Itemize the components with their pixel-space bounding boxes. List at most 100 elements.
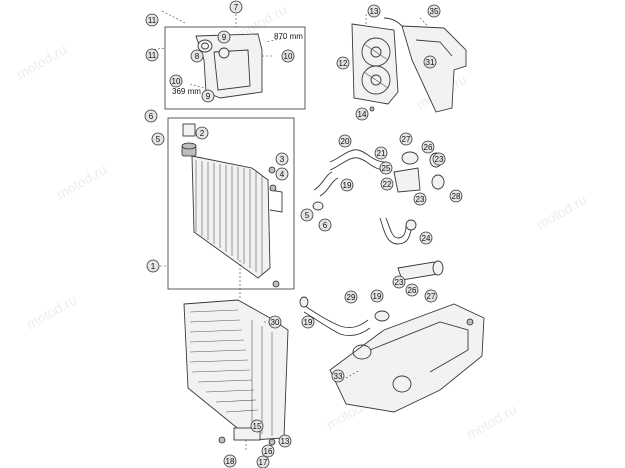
callout-9: 9 [201, 89, 215, 103]
callout-9: 9 [217, 30, 231, 44]
radiator-frame [167, 117, 295, 290]
coolant-hose-mid [313, 171, 333, 191]
svg-text:11: 11 [148, 16, 157, 25]
radiator-group [160, 117, 295, 300]
side-cover [329, 303, 485, 413]
callout-12: 12 [336, 56, 350, 70]
callout-10: 10 [281, 49, 295, 63]
svg-text:11: 11 [148, 51, 157, 60]
svg-text:7: 7 [234, 3, 239, 12]
svg-text:26: 26 [424, 143, 433, 152]
svg-text:4: 4 [280, 170, 285, 179]
callout-28: 28 [449, 189, 463, 203]
watermark-text: motod.ru [14, 41, 70, 82]
svg-text:5: 5 [305, 211, 310, 220]
fan-cover [401, 25, 467, 113]
callout-19: 19 [370, 289, 384, 303]
fan-cover-group [383, 17, 467, 113]
watermark-text: motod.ru [24, 291, 80, 332]
callout-31: 31 [423, 55, 437, 69]
callout-labels: 7 11 11 9 8 10 10 9 870 mm 369 mm 6 5 2 … [144, 0, 463, 468]
callout-23: 23 [432, 152, 446, 166]
callout-2: 2 [195, 126, 209, 140]
radiator-core [191, 155, 271, 279]
svg-text:6: 6 [149, 112, 154, 121]
svg-text:16: 16 [264, 447, 273, 456]
svg-text:31: 31 [426, 58, 435, 67]
fan-shroud [351, 23, 399, 105]
svg-text:10: 10 [172, 77, 181, 86]
svg-text:10: 10 [284, 52, 293, 61]
callout-5: 5 [300, 208, 314, 222]
callout-24: 24 [419, 231, 433, 245]
svg-text:12: 12 [339, 59, 348, 68]
thermostat [401, 151, 419, 165]
svg-text:5: 5 [156, 135, 161, 144]
svg-text:35: 35 [430, 7, 439, 16]
callout-26: 26 [421, 140, 435, 154]
svg-text:27: 27 [427, 292, 436, 301]
callout-14: 14 [355, 107, 369, 121]
svg-text:19: 19 [343, 181, 352, 190]
callout-16: 16 [261, 444, 275, 458]
watermark-text: motod.ru [464, 401, 520, 442]
callout-17: 17 [256, 455, 270, 468]
svg-text:23: 23 [416, 195, 425, 204]
callout-25: 25 [379, 161, 393, 175]
svg-text:24: 24 [422, 234, 431, 243]
callout-26: 26 [405, 283, 419, 297]
callout-13: 13 [278, 434, 292, 448]
svg-text:8: 8 [195, 52, 200, 61]
callout-13: 13 [367, 4, 381, 18]
callout-11: 11 [145, 13, 159, 27]
callout-5: 5 [151, 132, 165, 146]
radiator-fins [195, 160, 263, 274]
water-pump-pipe [397, 261, 439, 281]
coolant-hose-upper [329, 149, 387, 163]
svg-text:9: 9 [206, 92, 211, 101]
svg-text:17: 17 [259, 458, 268, 467]
callout-27: 27 [399, 132, 413, 146]
svg-text:22: 22 [383, 180, 392, 189]
callout-20: 20 [338, 134, 352, 148]
callout-19: 19 [301, 315, 315, 329]
svg-text:26: 26 [408, 286, 417, 295]
coolant-hose-bottom [299, 301, 369, 329]
callout-15: 15 [250, 419, 264, 433]
svg-text:18: 18 [226, 457, 235, 466]
guard-louvres [189, 309, 273, 436]
svg-text:27: 27 [402, 135, 411, 144]
side-cover-group [329, 303, 485, 413]
callout-22: 22 [380, 177, 394, 191]
watermark-layer: motod.ru motod.ru motod.ru motod.ru moto… [14, 1, 590, 442]
svg-text:13: 13 [370, 7, 379, 16]
callout-7: 7 [229, 0, 243, 14]
callout-27: 27 [424, 289, 438, 303]
hose-clamp [218, 47, 230, 59]
hose-clamp [197, 39, 213, 53]
hose-length-short: 369 mm [172, 87, 201, 96]
callout-10: 10 [169, 74, 183, 88]
svg-text:19: 19 [373, 292, 382, 301]
svg-text:25: 25 [382, 164, 391, 173]
svg-text:13: 13 [281, 437, 290, 446]
hose-kit-group [149, 10, 306, 110]
hose-length-long: 870 mm [274, 32, 303, 41]
callout-1: 1 [146, 259, 160, 273]
svg-text:23: 23 [435, 155, 444, 164]
fan-assembly-group [351, 14, 399, 112]
svg-text:2: 2 [200, 129, 205, 138]
callout-23: 23 [392, 275, 406, 289]
svg-text:9: 9 [222, 33, 227, 42]
watermark-text: motod.ru [54, 161, 110, 202]
thermostat-housing [393, 167, 421, 193]
callout-3: 3 [275, 152, 289, 166]
callout-8: 8 [190, 49, 204, 63]
callout-11: 11 [145, 48, 159, 62]
svg-text:3: 3 [280, 155, 285, 164]
svg-text:30: 30 [271, 318, 280, 327]
svg-text:6: 6 [323, 221, 328, 230]
svg-text:33: 33 [334, 372, 343, 381]
svg-text:23: 23 [395, 278, 404, 287]
coolant-hoses-group [299, 149, 445, 337]
